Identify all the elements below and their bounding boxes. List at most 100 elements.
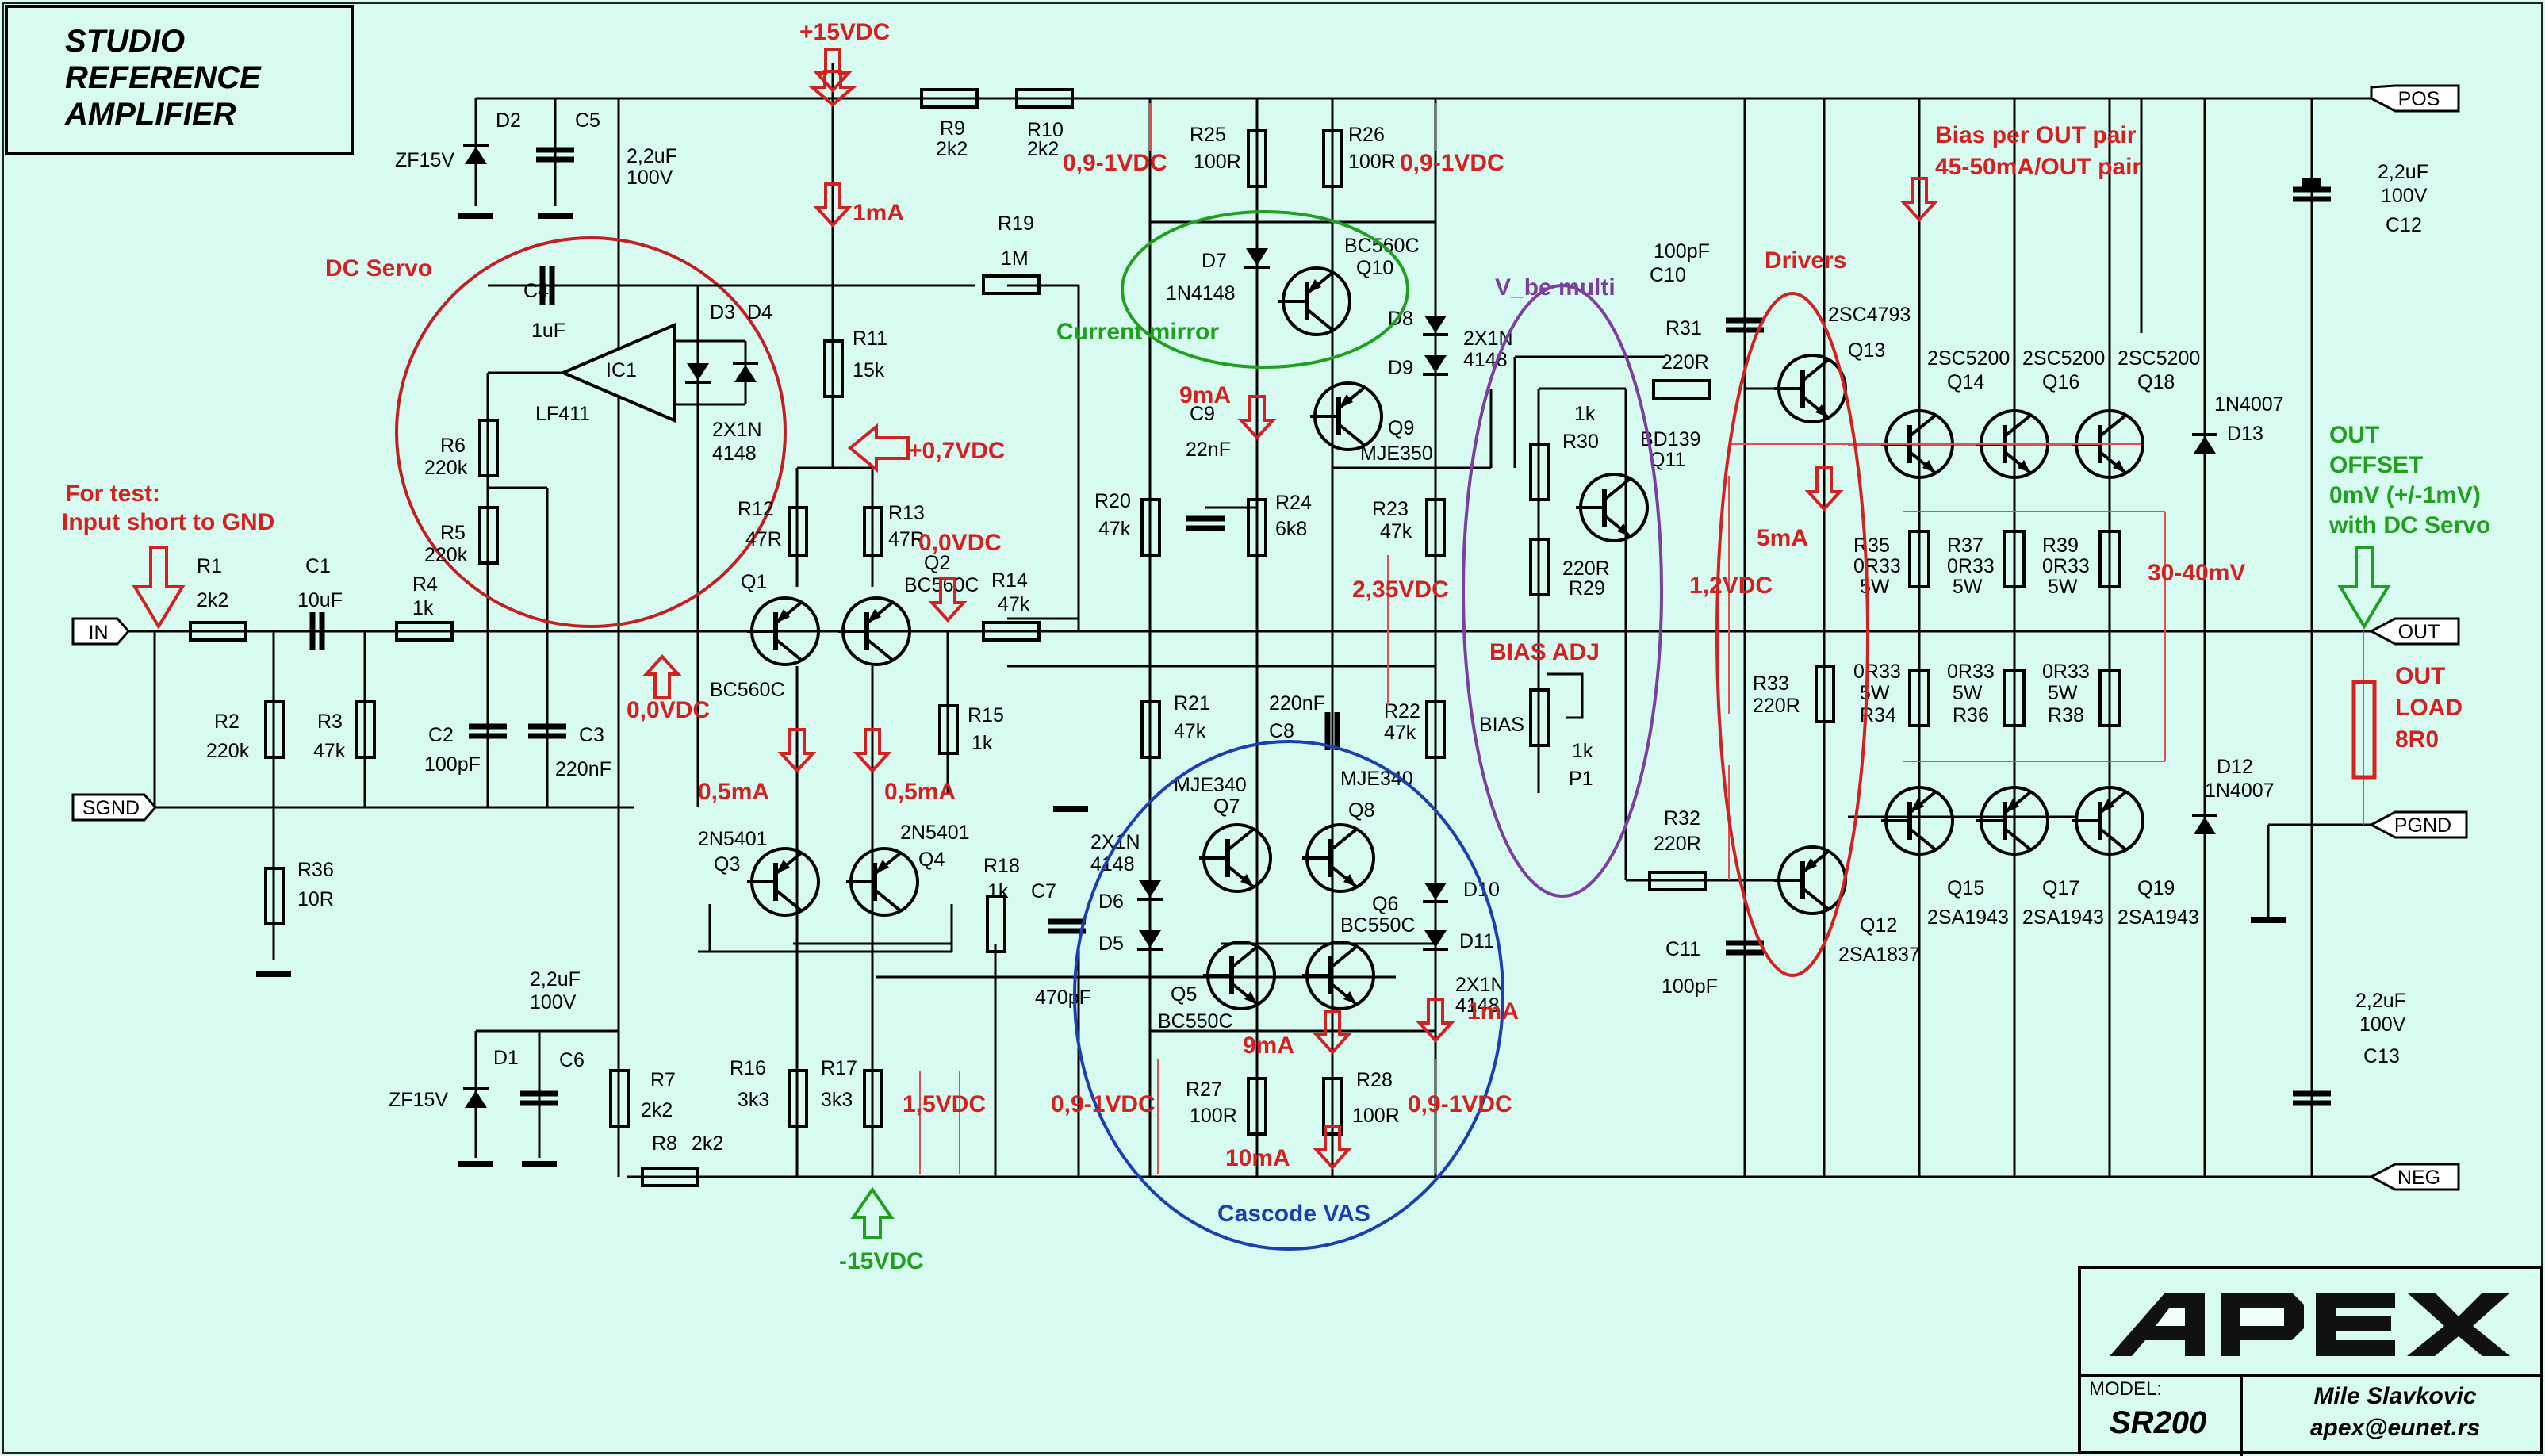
svg-text:Drivers: Drivers bbox=[1765, 247, 1846, 274]
svg-text:R33: R33 bbox=[1753, 672, 1789, 695]
svg-text:+15VDC: +15VDC bbox=[799, 19, 890, 45]
dc-servo-circle bbox=[395, 236, 787, 628]
svg-text:2N5401: 2N5401 bbox=[900, 822, 970, 844]
title-block-divider bbox=[2078, 1374, 2543, 1377]
author-name: Mile Slavkovic bbox=[2313, 1383, 2477, 1409]
svg-text:C12: C12 bbox=[2386, 214, 2422, 236]
svg-text:OUT: OUT bbox=[2329, 422, 2379, 448]
svg-text:Q17: Q17 bbox=[2042, 877, 2079, 899]
svg-text:2,2uF: 2,2uF bbox=[2355, 990, 2406, 1012]
svg-text:R8: R8 bbox=[652, 1132, 677, 1155]
input-section: R1 2k2 C1 10uF R4 1k R2 220k R3 47k C2 1… bbox=[189, 555, 611, 974]
svg-text:LF411: LF411 bbox=[535, 403, 590, 425]
svg-text:Q16: Q16 bbox=[2042, 371, 2079, 393]
vas-stage: R25 100R R26 100R D7 1N4148 BC560C Q10 D… bbox=[983, 124, 1513, 1136]
svg-text:15k: 15k bbox=[853, 359, 885, 381]
model-label: MODEL: bbox=[2089, 1378, 2163, 1400]
svg-text:C4: C4 bbox=[523, 280, 549, 302]
svg-text:47R: 47R bbox=[888, 528, 925, 550]
svg-text:2k2: 2k2 bbox=[936, 138, 968, 160]
model-value: SR200 bbox=[2110, 1405, 2207, 1440]
svg-text:1N4148: 1N4148 bbox=[1166, 282, 1236, 305]
resistor-r36b bbox=[2003, 669, 2026, 727]
resistor-r22 bbox=[1425, 700, 1446, 759]
svg-text:Cascode VAS: Cascode VAS bbox=[1217, 1201, 1370, 1227]
svg-text:4148: 4148 bbox=[712, 443, 757, 465]
svg-text:9mA: 9mA bbox=[1243, 1033, 1294, 1059]
svg-text:6k8: 6k8 bbox=[1275, 518, 1307, 540]
svg-text:P1: P1 bbox=[1569, 768, 1593, 790]
svg-text:PGND: PGND bbox=[2394, 814, 2451, 837]
drivers-ellipse bbox=[1715, 292, 1869, 977]
svg-text:IN: IN bbox=[89, 622, 109, 644]
resistor-r25 bbox=[1247, 129, 1267, 188]
svg-text:10R: 10R bbox=[297, 888, 334, 910]
svg-text:SGND: SGND bbox=[82, 797, 140, 819]
diode-d8 bbox=[1421, 314, 1450, 336]
resistor-r35 bbox=[1908, 530, 1930, 588]
svg-text:2,2uF: 2,2uF bbox=[530, 968, 581, 990]
svg-text:Bias per OUT pair: Bias per OUT pair bbox=[1935, 122, 2137, 148]
svg-text:BIAS ADJ: BIAS ADJ bbox=[1489, 639, 1600, 665]
svg-text:47k: 47k bbox=[1174, 720, 1206, 742]
svg-text:47k: 47k bbox=[313, 740, 346, 762]
port-pos: POS bbox=[2370, 84, 2460, 113]
svg-text:8R0: 8R0 bbox=[2395, 726, 2439, 753]
svg-text:R36: R36 bbox=[297, 859, 334, 881]
capacitor-c7 bbox=[1048, 921, 1086, 931]
svg-text:R18: R18 bbox=[983, 855, 1020, 877]
svg-text:1N4007: 1N4007 bbox=[2214, 393, 2284, 416]
resistor-r18 bbox=[986, 895, 1006, 953]
resistor-r1 bbox=[189, 621, 247, 642]
title-box: STUDIO REFERENCE AMPLIFIER bbox=[5, 5, 354, 155]
svg-text:Q18: Q18 bbox=[2137, 371, 2175, 393]
svg-text:Q15: Q15 bbox=[1947, 877, 1984, 899]
resistor-r38 bbox=[2098, 669, 2121, 727]
zener-d1 bbox=[462, 1087, 490, 1109]
svg-text:2,2uF: 2,2uF bbox=[2378, 161, 2428, 183]
port-in: IN bbox=[71, 617, 130, 646]
svg-text:1k: 1k bbox=[412, 597, 434, 619]
svg-text:C1: C1 bbox=[305, 555, 331, 577]
svg-text:0mV (+/-1mV): 0mV (+/-1mV) bbox=[2329, 482, 2481, 508]
diode-d10 bbox=[1421, 881, 1450, 903]
transistor-q5 bbox=[1203, 942, 1274, 1009]
svg-text:47k: 47k bbox=[1380, 520, 1412, 542]
svg-text:Q12: Q12 bbox=[1860, 914, 1897, 937]
transistor-q19 bbox=[2072, 787, 2143, 854]
transistor-q12 bbox=[1774, 847, 1846, 914]
svg-text:MJE350: MJE350 bbox=[1360, 443, 1433, 465]
svg-text:Current mirror: Current mirror bbox=[1056, 319, 1219, 345]
voltage-guides bbox=[919, 103, 2364, 1174]
resistor-r10 bbox=[1015, 88, 1074, 109]
svg-text:47k: 47k bbox=[1098, 518, 1131, 540]
resistor-r4 bbox=[395, 621, 454, 642]
resistor-r13 bbox=[863, 506, 883, 557]
svg-text:220nF: 220nF bbox=[555, 758, 611, 780]
svg-text:1,2VDC: 1,2VDC bbox=[1689, 573, 1773, 599]
vbe-multiplier: 100pF C10 R31 220R 1k R30 220R R29 BD139… bbox=[1479, 240, 1764, 998]
svg-text:0R33: 0R33 bbox=[1947, 555, 1995, 577]
transistor-q4 bbox=[846, 849, 918, 915]
svg-text:R21: R21 bbox=[1174, 692, 1210, 715]
svg-text:2k2: 2k2 bbox=[641, 1099, 673, 1121]
diode-d12 bbox=[2190, 814, 2219, 836]
svg-text:C3: C3 bbox=[579, 724, 604, 746]
port-sgnd: SGND bbox=[71, 793, 157, 822]
zener-d2 bbox=[462, 144, 490, 166]
svg-text:R11: R11 bbox=[853, 328, 887, 350]
transistor-q17 bbox=[1976, 787, 2048, 854]
svg-text:R1: R1 bbox=[197, 555, 222, 577]
svg-text:D12: D12 bbox=[2217, 756, 2253, 778]
svg-text:2SA1837: 2SA1837 bbox=[1838, 944, 1920, 966]
svg-text:3k3: 3k3 bbox=[738, 1089, 769, 1111]
svg-text:POS: POS bbox=[2398, 88, 2440, 110]
title-line-2: REFERENCE bbox=[65, 60, 261, 95]
opamp-ic1 bbox=[558, 322, 676, 423]
svg-text:1uF: 1uF bbox=[531, 320, 565, 342]
svg-text:DC Servo: DC Servo bbox=[325, 255, 432, 282]
vbe-multi-ellipse bbox=[1462, 284, 1663, 898]
svg-text:5W: 5W bbox=[1953, 682, 1983, 704]
svg-text:0,9-1VDC: 0,9-1VDC bbox=[1063, 150, 1167, 176]
svg-text:D11: D11 bbox=[1459, 930, 1494, 952]
